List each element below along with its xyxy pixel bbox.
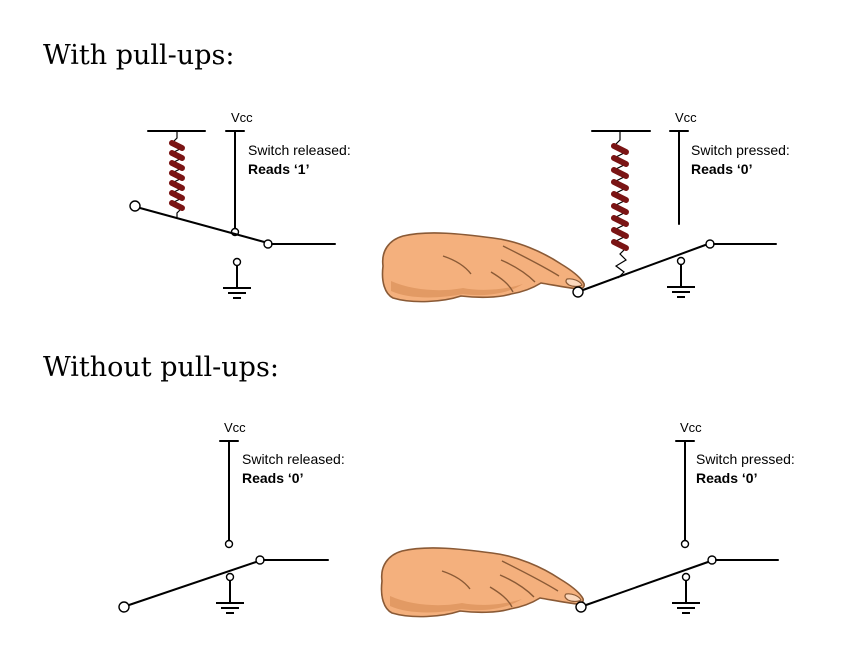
reading-label: Reads ‘1’ [248,161,309,177]
reading-label: Reads ‘0’ [696,470,757,486]
circuit-released-with-pullup: Vcc Switch released: Reads ‘1’ [129,110,351,299]
switch-pivot [129,200,141,212]
reading-label: Reads ‘0’ [242,470,303,486]
output-contact [707,555,717,565]
output-contact [705,239,715,249]
vcc-label: Vcc [231,110,253,125]
ground-symbol [671,580,701,614]
ground-symbol [222,265,252,299]
pullup-resistor-coil [611,143,629,251]
vcc-label: Vcc [680,420,702,435]
switch-pivot [572,286,584,298]
section-heading: Without pull-ups: [43,352,279,383]
ground-symbol [666,264,696,298]
section-with-pullups: With pull-ups: Vcc Switch released: Read… [43,40,790,303]
ground-symbol [215,580,245,614]
vcc-contact [224,539,234,549]
finger-icon [380,547,584,618]
vcc-label: Vcc [675,110,697,125]
circuit-pressed-without-pullup: Vcc Switch pressed: Reads ‘0’ [575,420,795,614]
switch-pivot [118,601,130,613]
ground-contact [225,572,235,582]
vcc-contact [680,539,690,549]
section-heading: With pull-ups: [43,40,234,71]
finger-icon [381,232,585,303]
switch-lever [582,243,709,291]
switch-lever [128,561,257,606]
switch-lever [585,561,709,606]
output-contact [263,239,273,249]
switch-pivot [575,601,587,613]
switch-lever [139,207,269,244]
switch-state-label: Switch pressed: [691,142,790,158]
vcc-label: Vcc [224,420,246,435]
section-without-pullups: Without pull-ups: Vcc Switch released: R… [43,352,795,618]
ground-contact [232,257,242,267]
ground-contact [681,572,691,582]
ground-contact [676,256,686,266]
pullup-resistor-coil [169,140,185,211]
switch-state-label: Switch released: [242,451,345,467]
output-contact [255,555,265,565]
circuit-released-without-pullup: Vcc Switch released: Reads ‘0’ [118,420,345,614]
switch-state-label: Switch pressed: [696,451,795,467]
switch-state-label: Switch released: [248,142,351,158]
circuit-pressed-with-pullup: Vcc Switch pressed: Reads ‘0’ [572,110,790,298]
reading-label: Reads ‘0’ [691,161,752,177]
